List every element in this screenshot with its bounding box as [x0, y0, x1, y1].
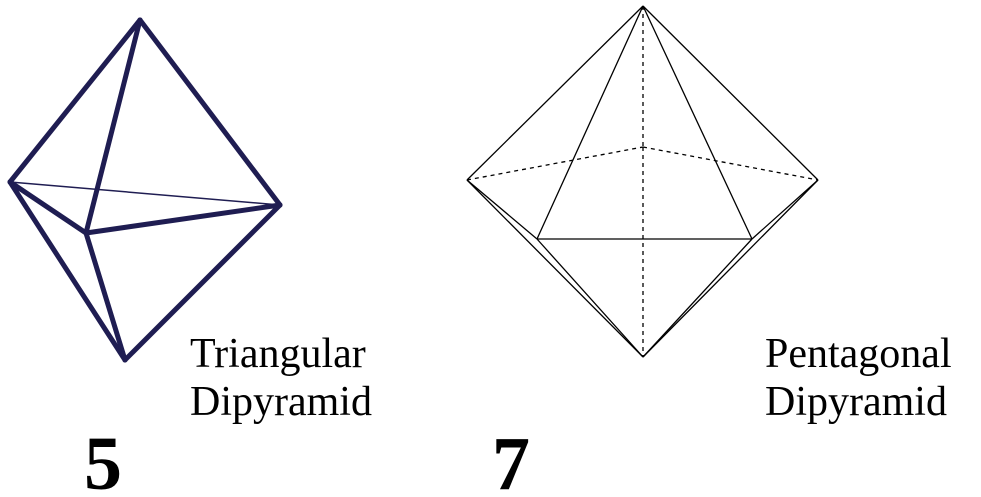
- edge-apex-right: [137, 17, 283, 208]
- shape-name-line2: Dipyramid: [190, 379, 372, 425]
- pentagonal-dipyramid-label: Pentagonal Dipyramid: [765, 330, 952, 426]
- edge-left-bottom: [7, 179, 128, 363]
- shape-name-line2: Dipyramid: [765, 379, 947, 425]
- edge-apex-front-left: [536, 5, 644, 240]
- edge-front-right: [83, 202, 283, 236]
- triangular-dipyramid-count: 5: [84, 422, 122, 497]
- shape-name-line1: Triangular: [190, 331, 366, 377]
- edge-front-right-right: [751, 179, 819, 240]
- edge-left-front: [7, 179, 89, 236]
- triangular-dipyramid-label: Triangular Dipyramid: [190, 330, 372, 426]
- triangular-dipyramid-figure: [7, 17, 283, 363]
- edge-right-bottom: [642, 179, 819, 358]
- edge-apex-front: [83, 17, 143, 236]
- edge-left-bottom: [466, 179, 644, 358]
- edge-apex-right: [642, 5, 819, 181]
- edge-front-right-bottom: [642, 238, 753, 358]
- edge-apex-left: [7, 17, 143, 185]
- edge-front-bottom: [83, 230, 128, 363]
- hidden-edge-back-right: [642, 146, 819, 181]
- edge-right-bottom: [122, 202, 283, 363]
- hidden-edge-left-back: [466, 146, 644, 181]
- pentagonal-dipyramid-count: 7: [492, 422, 530, 497]
- edge-apex-left: [466, 5, 644, 181]
- edge-left-front-left: [466, 179, 538, 240]
- edge-apex-front-right: [642, 5, 753, 240]
- pentagonal-dipyramid-figure: [466, 5, 819, 358]
- edge-hidden-back: [9, 181, 281, 206]
- edge-front-left-bottom: [536, 238, 644, 358]
- shape-name-line1: Pentagonal: [765, 331, 952, 377]
